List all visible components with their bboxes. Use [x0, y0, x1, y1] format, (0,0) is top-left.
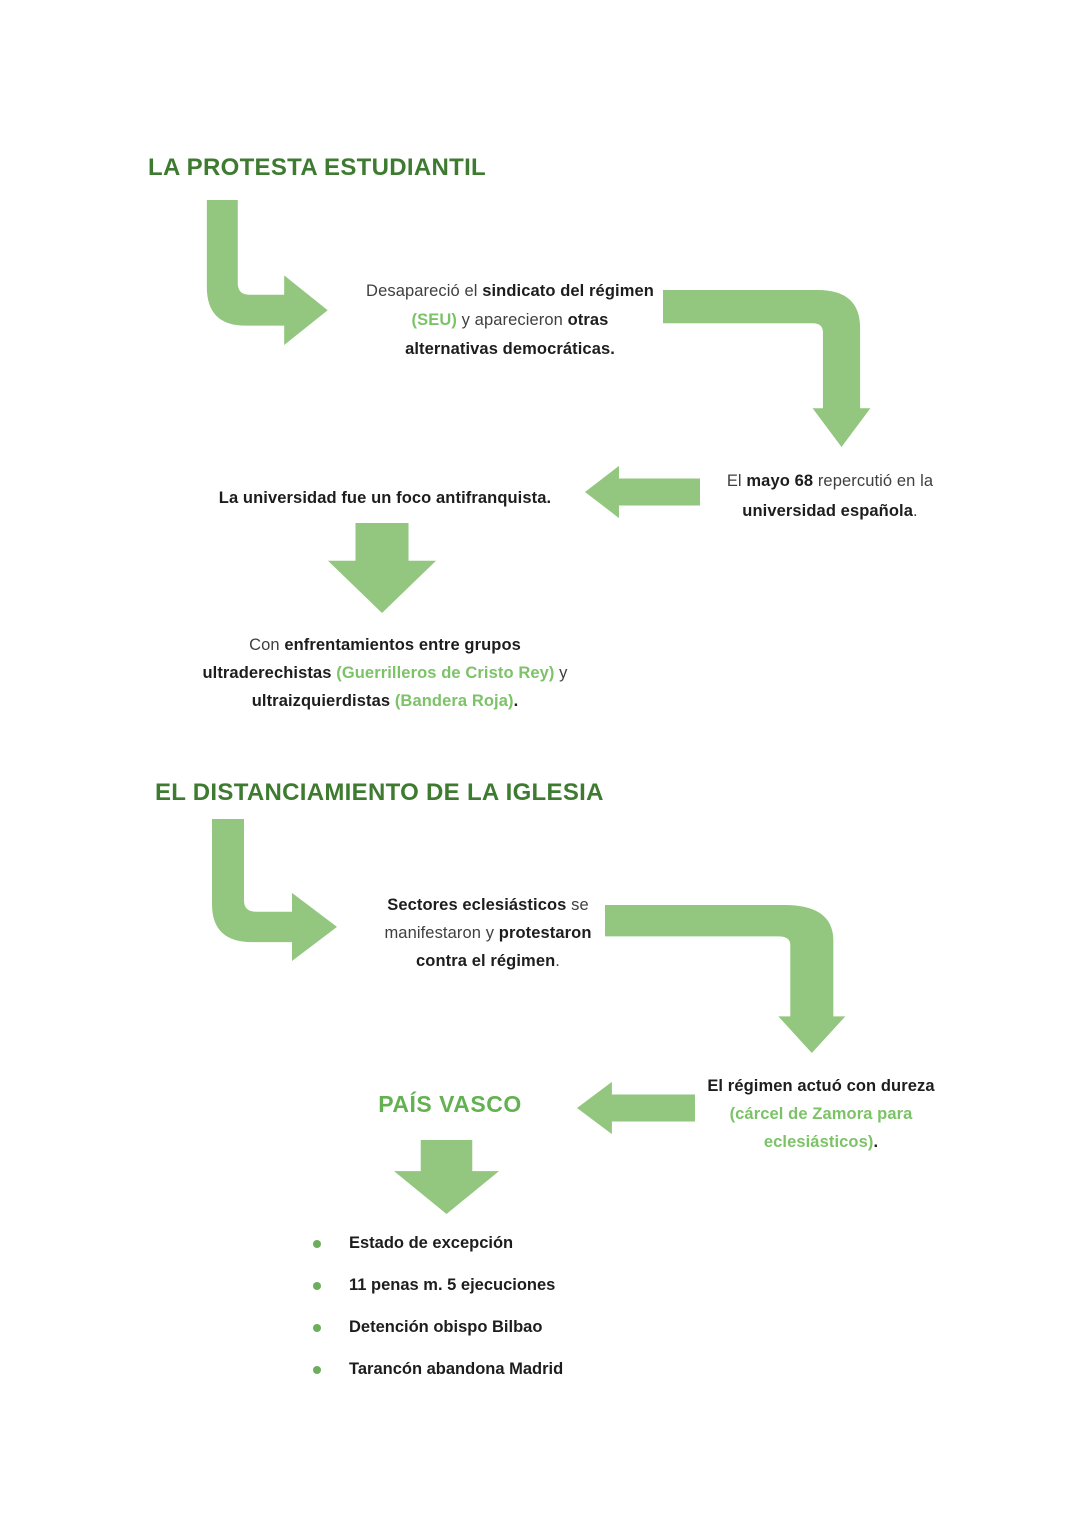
text-line: (SEU) y aparecieron otras [355, 306, 665, 335]
text-block-sectores-eclesiasticos: Sectores eclesiásticos se manifestaron y… [368, 891, 608, 975]
text-run: (cárcel de Zamora para [729, 1105, 913, 1123]
bullet-icon [313, 1281, 321, 1290]
subsection-title-pais-vasco: PAÍS VASCO [378, 1091, 522, 1117]
text-run: sindicato del régimen [482, 282, 654, 300]
text-line: alternativas democráticas. [355, 335, 665, 364]
list-item-label: Tarancón abandona Madrid [349, 1360, 564, 1378]
text-line: El régimen actuó con dureza [700, 1072, 942, 1100]
text-line: El mayo 68 repercutió en la [705, 466, 955, 496]
text-run: eclesiásticos) [763, 1133, 874, 1151]
down-arrow-icon [328, 523, 436, 613]
text-line: Con enfrentamientos entre grupos [175, 631, 595, 659]
text-line: manifestaron y protestaron [368, 919, 608, 947]
bullet-icon [313, 1323, 321, 1332]
text-run: El régimen actuó con dureza [707, 1077, 935, 1095]
text-run: otras [567, 311, 609, 329]
text-line: universidad española. [705, 496, 955, 526]
text-line: Desapareció el sindicato del régimen [355, 277, 665, 306]
text-run: contra el régimen [416, 952, 556, 970]
text-run: protestaron [498, 924, 592, 942]
text-run: . [913, 502, 918, 520]
text-run: manifestaron y [384, 924, 499, 942]
text-block-seu: Desapareció el sindicato del régimen (SE… [355, 277, 665, 364]
text-run: se [566, 896, 589, 914]
bullet-icon [313, 1239, 321, 1248]
text-run: (Bandera Roja) [394, 692, 514, 710]
pais-vasco-list: Estado de excepción 11 penas m. 5 ejecuc… [313, 1234, 733, 1402]
text-line: La universidad fue un foco antifranquist… [205, 484, 565, 513]
list-item: 11 penas m. 5 ejecuciones [313, 1276, 733, 1295]
left-arrow-icon [585, 465, 700, 519]
text-run: Con [249, 636, 285, 654]
list-item: Estado de excepción [313, 1234, 733, 1253]
text-run: (Guerrilleros de Cristo Rey) [336, 664, 555, 682]
elbow-down-right-arrow-icon [206, 200, 328, 345]
list-item-label: Detención obispo Bilbao [349, 1318, 543, 1336]
elbow-right-down-arrow-icon [605, 905, 846, 1053]
text-run: enfrentamientos entre grupos [284, 636, 521, 654]
text-run: . [873, 1133, 879, 1151]
text-block-universidad: La universidad fue un foco antifranquist… [205, 484, 565, 513]
text-run: Desapareció el [366, 282, 483, 300]
elbow-right-down-arrow-icon [663, 290, 871, 447]
text-run: alternativas democráticas. [405, 340, 615, 358]
text-run: ultraderechistas [202, 664, 337, 682]
list-item-label: 11 penas m. 5 ejecuciones [349, 1276, 556, 1294]
text-block-enfrentamientos: Con enfrentamientos entre grupos ultrade… [175, 631, 595, 715]
list-item-label: Estado de excepción [349, 1234, 514, 1252]
text-run: (SEU) [411, 311, 457, 329]
text-line: (cárcel de Zamora para [700, 1100, 942, 1128]
text-run: La universidad fue un foco antifranquist… [218, 489, 552, 507]
text-run: universidad española [742, 502, 914, 520]
bullet-icon [313, 1365, 321, 1374]
elbow-down-right-arrow-icon [212, 819, 337, 961]
text-run: mayo 68 [746, 472, 814, 490]
text-run: El [726, 472, 747, 490]
text-run: y [554, 664, 568, 682]
text-line: Sectores eclesiásticos se [368, 891, 608, 919]
down-arrow-icon [394, 1140, 499, 1214]
section-title-distanciamiento-iglesia: EL DISTANCIAMIENTO DE LA IGLESIA [155, 779, 604, 806]
text-run: . [555, 952, 560, 970]
text-run: . [513, 692, 519, 710]
left-arrow-icon [577, 1081, 695, 1135]
text-run: Sectores eclesiásticos [387, 896, 567, 914]
text-run: ultraizquierdistas [251, 692, 395, 710]
text-block-regimen-dureza: El régimen actuó con dureza (cárcel de Z… [700, 1072, 942, 1156]
text-line: ultraizquierdistas (Bandera Roja). [175, 687, 595, 715]
section-title-protesta-estudiantil: LA PROTESTA ESTUDIANTIL [148, 154, 487, 181]
text-line: ultraderechistas (Guerrilleros de Cristo… [175, 659, 595, 687]
text-run: y aparecieron [456, 311, 568, 329]
text-line: eclesiásticos). [700, 1128, 942, 1156]
list-item: Tarancón abandona Madrid [313, 1360, 733, 1379]
text-run: repercutió en la [813, 472, 934, 490]
text-block-mayo-68: El mayo 68 repercutió en la universidad … [705, 466, 955, 526]
list-item: Detención obispo Bilbao [313, 1318, 733, 1337]
text-line: contra el régimen. [368, 947, 608, 975]
